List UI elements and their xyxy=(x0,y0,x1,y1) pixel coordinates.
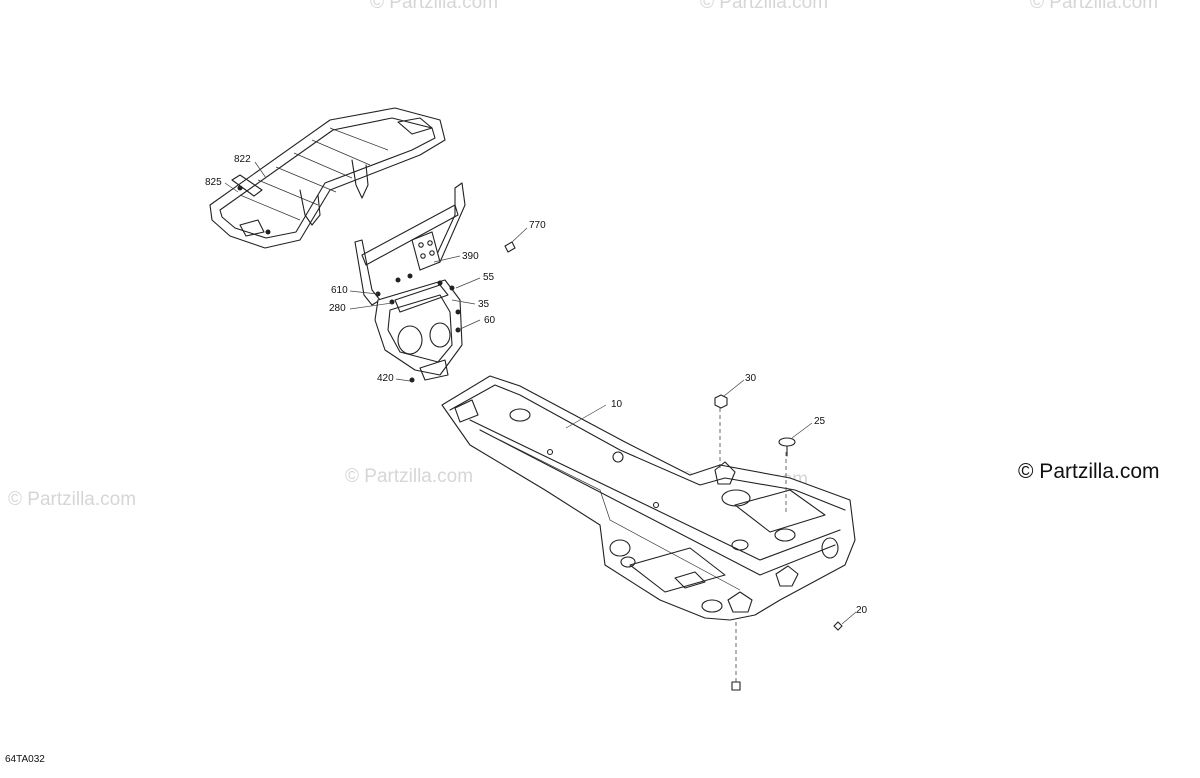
callout-60: 60 xyxy=(484,315,496,326)
rear-rack-drawing xyxy=(209,107,446,249)
watermark-top-2: © Partzilla.com xyxy=(700,0,828,13)
leader-lines xyxy=(224,161,857,625)
skid-plate-drawing xyxy=(441,375,856,621)
skid-hardware xyxy=(714,394,843,691)
callout-35: 35 xyxy=(478,299,490,310)
callout-25: 25 xyxy=(814,416,826,427)
support-bracket-drawing xyxy=(354,182,516,383)
callout-280: 280 xyxy=(329,303,346,314)
partzilla-watermark: © Partzilla.com xyxy=(1018,460,1160,483)
callout-610: 610 xyxy=(331,285,348,296)
callout-20: 20 xyxy=(856,605,868,616)
watermark-center: © Partzilla.com xyxy=(345,466,473,487)
watermark-top-3: © Partzilla.com xyxy=(1030,0,1158,13)
callout-labels: 822 825 770 390 55 610 280 35 60 420 10 … xyxy=(205,154,868,616)
callout-822: 822 xyxy=(234,154,251,165)
callout-420: 420 xyxy=(377,373,394,384)
callout-30: 30 xyxy=(745,373,757,384)
drawing-code: 64TA032 xyxy=(5,754,45,765)
callout-390: 390 xyxy=(462,251,479,262)
watermark-top-1: © Partzilla.com xyxy=(370,0,498,13)
callout-55: 55 xyxy=(483,272,495,283)
watermark-left: © Partzilla.com xyxy=(8,489,136,510)
callout-10: 10 xyxy=(611,399,623,410)
callout-825: 825 xyxy=(205,177,222,188)
callout-770: 770 xyxy=(529,220,546,231)
